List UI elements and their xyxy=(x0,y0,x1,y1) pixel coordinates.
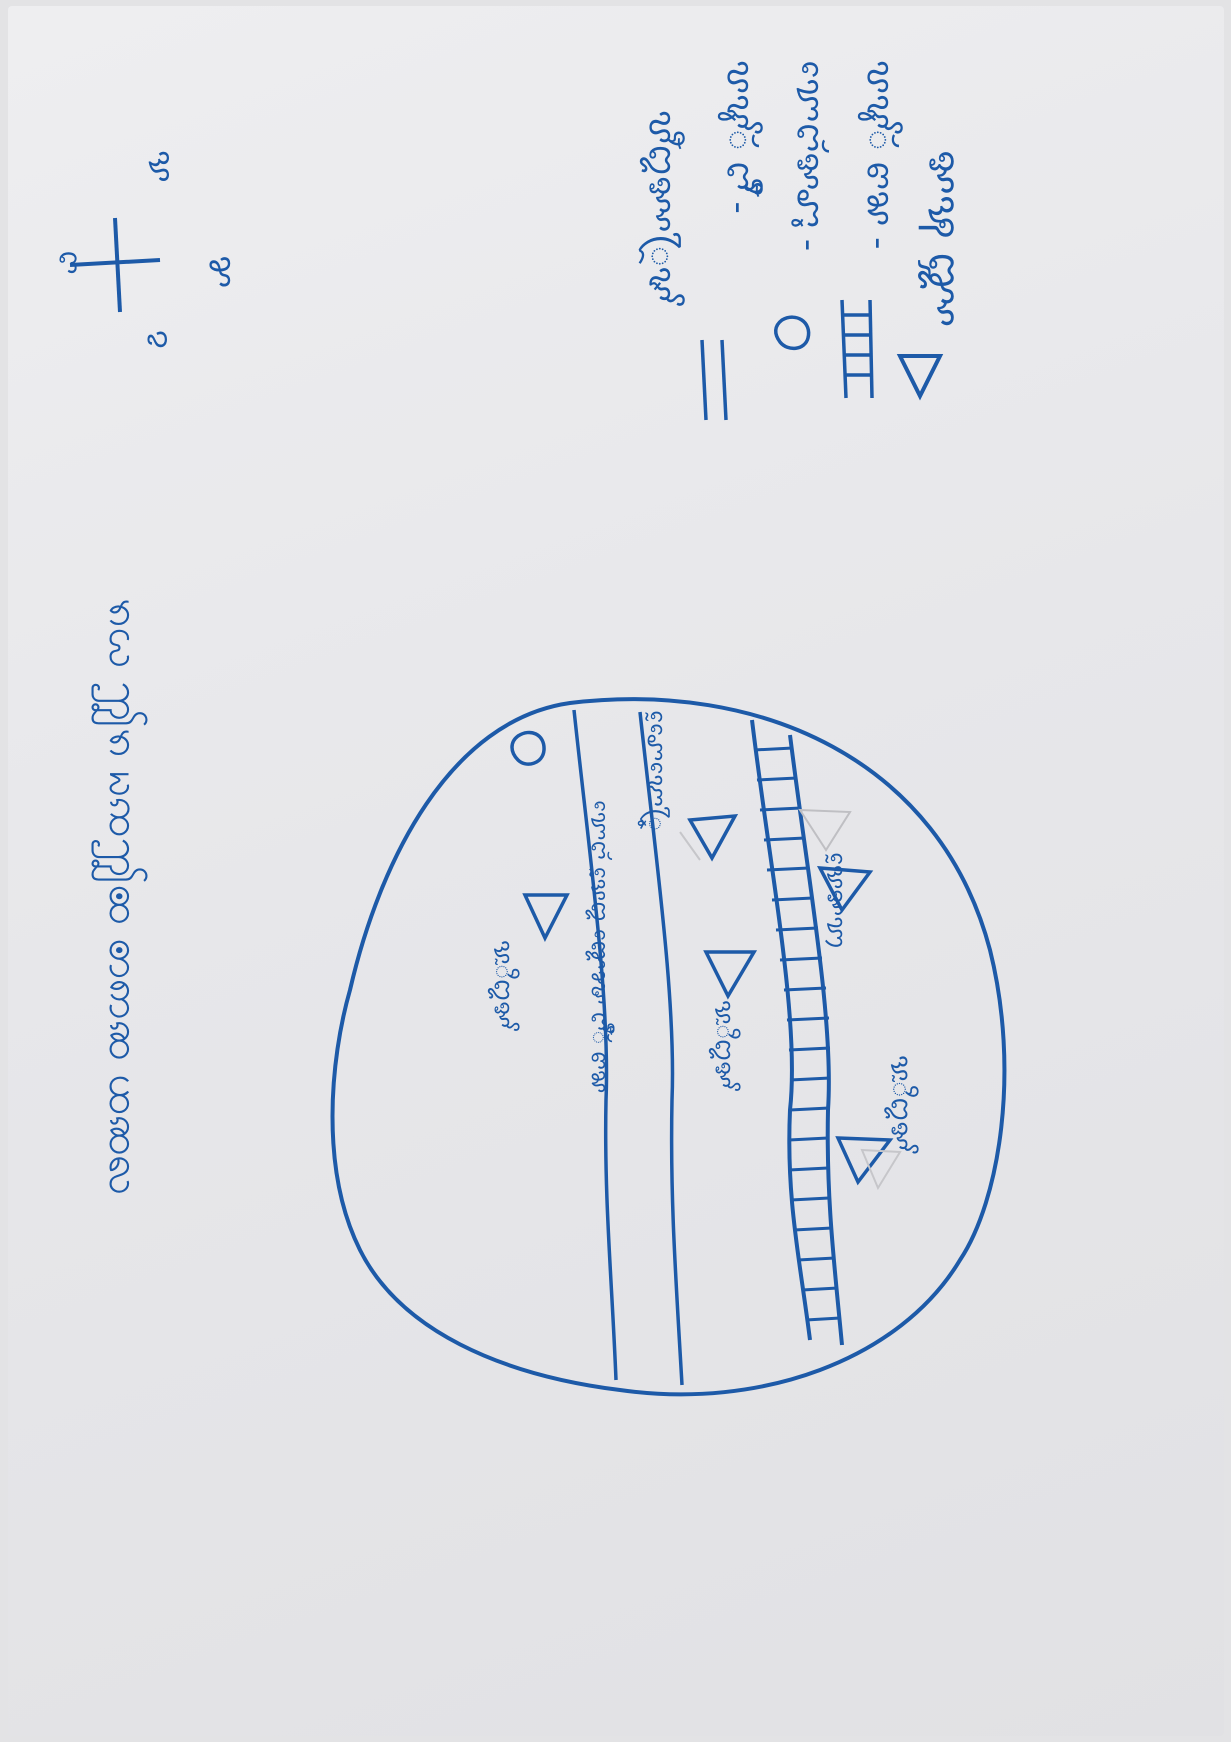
compass-east-label: ꨂ xyxy=(140,330,178,349)
pencil-sketch xyxy=(798,808,852,852)
triangle-icon xyxy=(896,354,944,401)
triangle-icon xyxy=(816,866,874,914)
mountain-label: ꨕꨭꨪꨁꨀꨩ xyxy=(884,1055,919,1154)
ladder-icon xyxy=(840,299,874,399)
triangle-icon xyxy=(703,950,758,1000)
railway-ladder-icon xyxy=(750,719,844,1346)
circle-icon xyxy=(774,315,811,351)
legend: ꨀꩂ ꨒꨳ ꨝꨥꨩꨮ ꨓꨗ - ꨢꨯꨤꨮꨀꨧꨶ - ꨝꨥꨩꨮ ꨤꨬꨩ - xyxy=(638,60,966,421)
double-line-icon xyxy=(700,339,728,421)
map-title: ꩫꩬ ꩶꩫ ꩢꩡꩶꩧ ꩦꩱꩣ ꩤꩣꩮ xyxy=(91,598,149,1195)
legend-item-label: ꨢꨯꨤꨮꨀꨧꨶ - xyxy=(789,60,829,251)
legend-item-label: ꨝꨬꨁꨀꨳꨴꨟꨩ xyxy=(638,110,685,307)
legend-item-label: ꨝꨥꨩꨮ ꨓꨗ - xyxy=(857,60,903,249)
compass-north-label: ꨌ xyxy=(201,255,241,288)
legend-item-label: ꨝꨥꨩꨮ ꨤꨬꨩ - xyxy=(717,60,763,214)
circle-icon xyxy=(510,730,546,766)
road-double-line xyxy=(572,709,684,1386)
mountain-label: ꨕꨰꨀꩈ xyxy=(822,852,850,949)
mountain-label: ꨕꨭꨪꨁꨀꨩ xyxy=(708,1000,741,1092)
road-label: ꨢꨯꨤꨮ ꨕꨰꨁ ꨑꨯꨍ ꨤꨬꨩꨮ ꨓꨗ xyxy=(585,800,615,1093)
compass: ꨌ ꨕ ꨂ ꨈ xyxy=(53,150,241,349)
compass-west-label: ꨕ xyxy=(142,150,180,183)
compass-south-label: ꨈ xyxy=(53,250,86,275)
paper-sheet xyxy=(8,6,1224,1736)
map-boundary-circle xyxy=(330,697,1007,1397)
triangle-icon xyxy=(522,893,570,942)
mountain-label: ꨕꨭꨪꨁꨀꨩ xyxy=(487,940,520,1032)
pencil-sketch xyxy=(860,1148,902,1191)
triangle-icon xyxy=(687,813,739,862)
pencil-sketch xyxy=(679,831,701,861)
hill-label: ꨚꨯꨰꨉꨯꨴꨶ xyxy=(637,710,670,831)
triangle-icon xyxy=(835,1136,894,1186)
legend-heading: ꨀꩂ ꨒꨳ xyxy=(918,150,966,327)
